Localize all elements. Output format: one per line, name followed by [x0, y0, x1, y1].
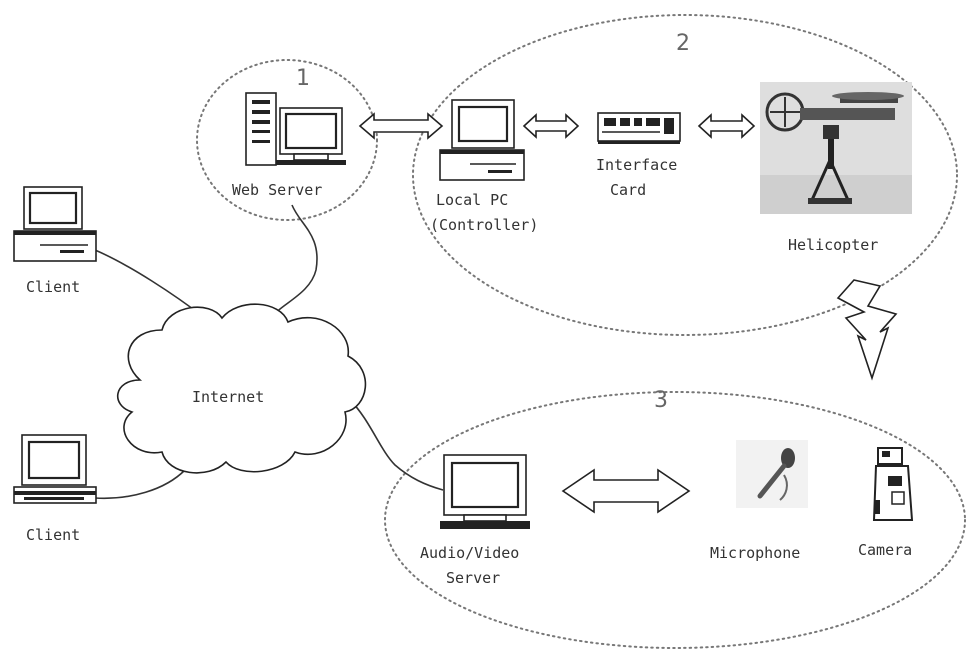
- av-server-sublabel: Server: [446, 569, 500, 587]
- helicopter-label: Helicopter: [788, 236, 878, 254]
- camera-icon: [872, 447, 914, 521]
- zone-1-number: 1: [296, 66, 310, 91]
- double-arrow-icon: [697, 113, 756, 139]
- cloud-icon: [116, 303, 367, 474]
- interface-card-label: Interface: [596, 156, 677, 174]
- camera-label: Camera: [858, 541, 912, 559]
- desktop-computer-icon: [439, 99, 525, 181]
- client-bottom-label: Client: [26, 526, 80, 544]
- microphone-label: Microphone: [710, 544, 800, 562]
- lightning-arrow-icon: [836, 279, 898, 381]
- client-bottom-internet-link: [94, 469, 186, 500]
- zone-3-boundary: [384, 391, 966, 649]
- desktop-computer-icon: [440, 454, 530, 529]
- local-pc-sublabel: (Controller): [430, 216, 538, 234]
- double-arrow-icon: [358, 112, 444, 140]
- microphone-icon: [736, 440, 808, 508]
- double-arrow-icon: [522, 113, 580, 139]
- interface-card-sublabel: Card: [610, 181, 646, 199]
- webserver-internet-link: [271, 204, 318, 319]
- tower-server-icon: [245, 92, 277, 166]
- client-top-label: Client: [26, 278, 80, 296]
- zone-1-boundary: [196, 59, 378, 221]
- helicopter-photo: [760, 82, 912, 214]
- zone-3-number: 3: [654, 388, 668, 413]
- desktop-computer-icon: [13, 186, 97, 262]
- zone-2-number: 2: [676, 31, 690, 56]
- web-server-label: Web Server: [232, 181, 322, 199]
- internet-label: Internet: [192, 388, 264, 406]
- desktop-computer-icon: [13, 434, 97, 504]
- av-server-label: Audio/Video: [420, 544, 519, 562]
- internet-av-link: [349, 399, 444, 491]
- local-pc-label: Local PC: [436, 191, 508, 209]
- interface-card-icon: [597, 112, 681, 144]
- double-arrow-icon: [561, 468, 691, 514]
- zone-2-boundary: [412, 14, 958, 336]
- web-server-monitor-icon: [276, 107, 346, 165]
